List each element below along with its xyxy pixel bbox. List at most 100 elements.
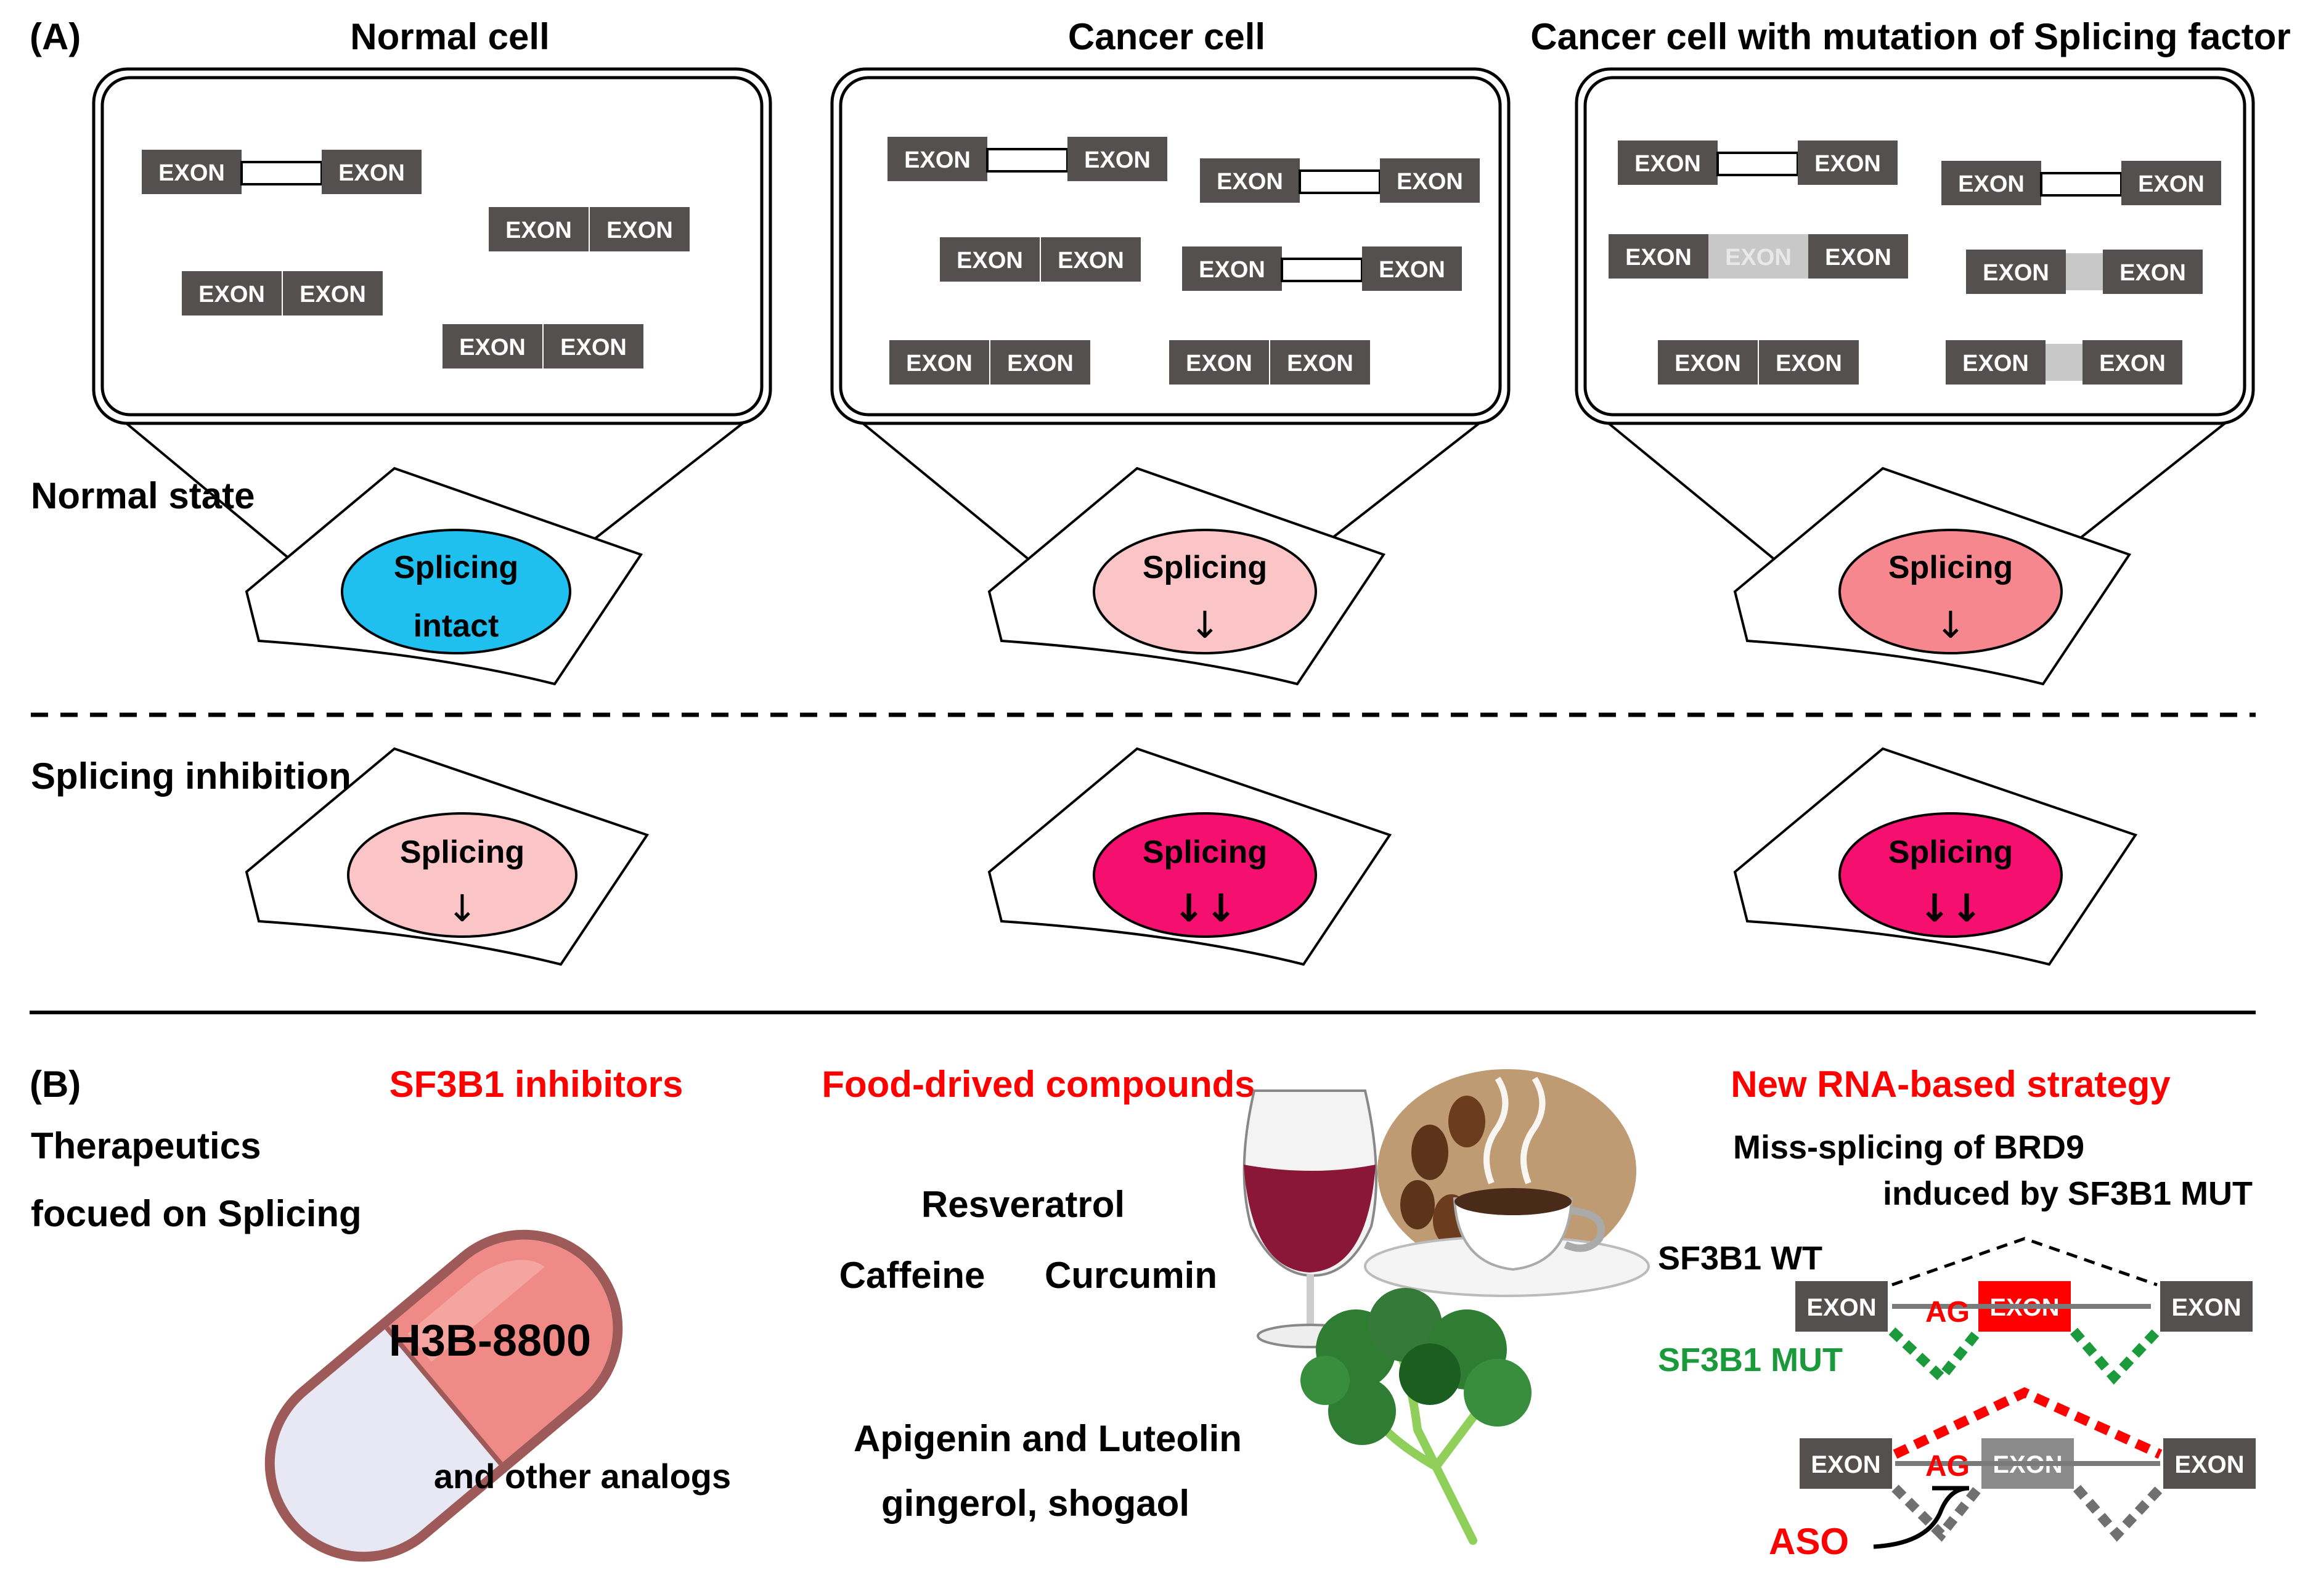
exon-label: EXON	[1776, 351, 1842, 377]
exon-label: EXON	[1814, 151, 1881, 177]
exon-label: EXON	[1379, 257, 1445, 283]
title-normal-cell: Normal cell	[350, 16, 549, 57]
exon-box: EXON	[1041, 237, 1141, 282]
exon-box: EXON	[1618, 140, 1718, 185]
retained-gap	[2046, 344, 2083, 381]
exon-box: EXON	[1795, 1281, 1888, 1332]
exon-box: EXON	[1808, 234, 1908, 279]
food-item-apigenin-luteolin: Apigenin and Luteolin	[854, 1418, 1242, 1459]
sf3b1-inhibitors-title: SF3B1 inhibitors	[390, 1064, 683, 1105]
row-label-splicing-inhibition: Splicing inhibition	[31, 755, 351, 797]
exon-box: EXON	[940, 237, 1040, 282]
exon-label: EXON	[2119, 260, 2186, 286]
exon-box: EXON	[1067, 137, 1167, 181]
exon-box: EXON	[544, 324, 643, 368]
splicing-ellipse-strong	[1093, 812, 1317, 938]
exon-box: EXON	[1798, 140, 1898, 185]
food-item-caffeine: Caffeine	[839, 1255, 985, 1296]
double-down-arrow-icon: ↓↓	[1919, 886, 1983, 930]
pill-sub-label: and other analogs	[434, 1457, 731, 1496]
exon-label: EXON	[1725, 245, 1792, 271]
exon-label: EXON	[1958, 171, 2025, 197]
splicing-ellipse-intact	[341, 529, 571, 654]
cell-normal-state-cancer: Splicing ↓	[987, 466, 1386, 686]
parsley-icon	[1300, 1288, 1532, 1545]
exon-label: EXON	[198, 282, 265, 307]
exon-label: EXON	[1007, 351, 1074, 377]
rna-line2: induced by SF3B1 MUT	[1883, 1175, 2253, 1212]
exon-label: EXON	[505, 218, 572, 243]
exon-label: EXON	[459, 335, 526, 360]
rna-line1: Miss-splicing of BRD9	[1733, 1129, 2084, 1166]
exon-box: EXON	[322, 150, 422, 194]
food-item-resveratrol: Resveratrol	[921, 1184, 1125, 1225]
splicing-ellipse-strong	[1838, 812, 2063, 938]
exon-box: EXON	[2121, 161, 2221, 205]
intron-segment	[2040, 172, 2123, 197]
exon-label: EXON	[904, 147, 971, 173]
intron-segment	[1716, 152, 1799, 176]
panel-a-label: (A)	[30, 16, 81, 57]
exon-box: EXON	[2083, 340, 2182, 385]
cell-normal-state-mutation: Splicing ↓	[1733, 466, 2132, 686]
cell-inhibition-mutation: Splicing ↓↓	[1733, 747, 2138, 966]
exon-label: EXON	[338, 160, 405, 186]
title-cancer-cell-mutation: Cancer cell with mutation of Splicing fa…	[1530, 16, 2291, 57]
pill-drug-name: H3B-8800	[389, 1316, 591, 1366]
splicing-label: Splicing	[1888, 834, 2013, 870]
exon-label: EXON	[2174, 1451, 2244, 1478]
exon-label: EXON	[1806, 1294, 1876, 1321]
exon-box: EXON	[1200, 158, 1300, 203]
therapeutics-line1: Therapeutics	[31, 1125, 261, 1166]
down-arrow-icon: ↓	[447, 887, 478, 930]
splicing-ellipse-light	[347, 812, 577, 938]
exon-box: EXON	[489, 207, 589, 251]
food-item-gingerol-shogaol: gingerol, shogaol	[881, 1483, 1189, 1524]
exon-box: EXON	[590, 207, 690, 251]
exon-label: EXON	[1217, 169, 1283, 195]
ag-site-mut: AG	[1925, 1450, 1970, 1483]
exon-label: EXON	[906, 351, 973, 377]
exon-box: EXON	[1609, 234, 1708, 279]
intron-segment	[1281, 258, 1363, 282]
exon-box: EXON	[443, 324, 542, 368]
food-compounds-title: Food-drived compounds	[822, 1064, 1255, 1105]
exon-label: EXON	[1287, 351, 1353, 377]
zoom-box-normal	[92, 67, 772, 425]
exon-box: EXON	[1380, 158, 1480, 203]
exon-box: EXON	[1658, 340, 1758, 385]
exon-label: EXON	[1811, 1451, 1880, 1478]
exon-box: EXON	[1169, 340, 1269, 385]
zoom-box-cancer	[830, 67, 1511, 425]
exon-box: EXON	[889, 340, 989, 385]
intron-segment	[1299, 169, 1381, 194]
zoom-box-mutation	[1575, 67, 2255, 425]
title-cancer-cell: Cancer cell	[1068, 16, 1265, 57]
exon-box: EXON	[887, 137, 987, 181]
exon-box: EXON	[1800, 1438, 1892, 1489]
exon-box: EXON	[1270, 340, 1370, 385]
exon-label: EXON	[1199, 257, 1265, 283]
exon-label: EXON	[1825, 245, 1891, 271]
row-label-normal-state: Normal state	[31, 475, 255, 516]
sf3b1-wt-label: SF3B1 WT	[1658, 1240, 1822, 1277]
splicing-diagram-wt	[1888, 1237, 2161, 1385]
exon-label: EXON	[158, 160, 225, 186]
intron-segment	[240, 161, 323, 185]
retained-gap	[2066, 253, 2103, 290]
exon-label: EXON	[1675, 351, 1741, 377]
exon-label: EXON	[1962, 351, 2029, 377]
exon-box: EXON	[1966, 250, 2066, 294]
exon-label: EXON	[1058, 248, 1124, 274]
exon-label: EXON	[1084, 147, 1151, 173]
down-arrow-icon: ↓	[1935, 604, 1966, 647]
cell-inhibition-cancer: Splicing ↓↓	[987, 747, 1392, 966]
double-down-arrow-icon: ↓↓	[1173, 886, 1237, 930]
wine-glass-icon	[1242, 1089, 1377, 1348]
ag-site-wt: AG	[1925, 1296, 1970, 1329]
exon-box: EXON	[1362, 246, 1462, 291]
exon-label: EXON	[1634, 151, 1701, 177]
exon-label: EXON	[560, 335, 627, 360]
exon-label: EXON	[1625, 245, 1692, 271]
